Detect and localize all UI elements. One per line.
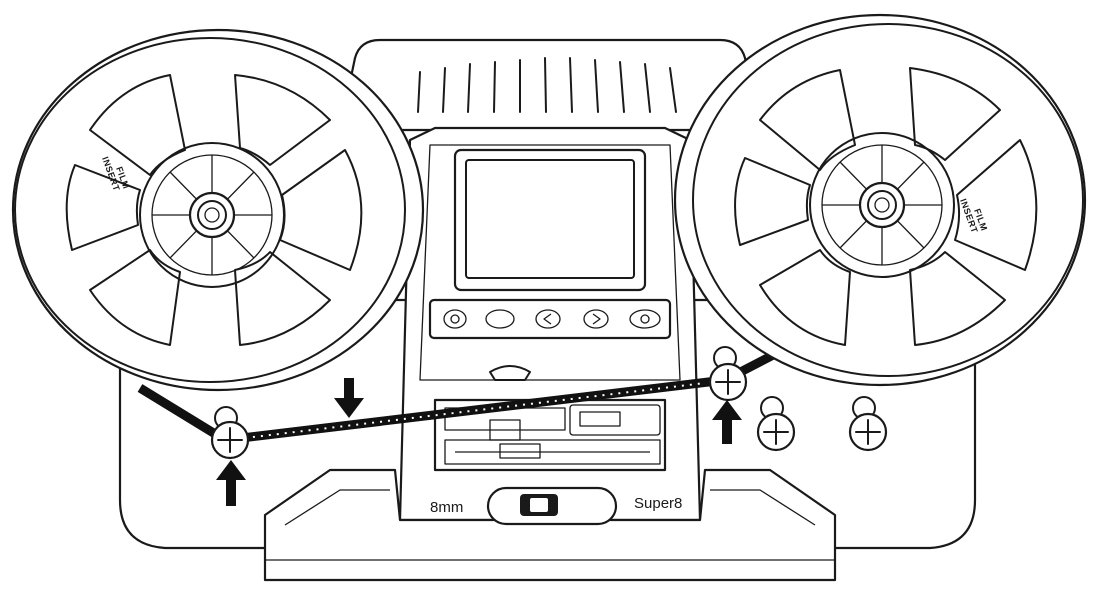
ok-button[interactable] [629,309,661,329]
arrow-up-icon [712,400,742,444]
vent-slots [417,57,677,113]
arrow-up-icon [216,460,246,506]
lcd-screen [453,148,647,292]
film-gate-latch[interactable] [489,365,531,381]
film-mode-switch[interactable] [486,486,618,526]
take-up-reel[interactable]: INSERT FILM [673,13,1087,387]
supply-reel[interactable]: INSERT FILM [11,28,425,392]
screw-icon [708,346,748,402]
mode-label-super8: Super8 [634,495,682,512]
screw-icon [756,396,796,452]
mode-button[interactable] [485,309,515,329]
button-panel [428,298,672,340]
right-button[interactable] [583,309,609,329]
mode-label-8mm: 8mm [430,499,463,516]
screw-icon [848,396,888,452]
power-button[interactable] [443,309,467,329]
screw-icon [210,406,250,460]
arrow-down-icon [334,378,364,418]
film-gate [433,398,667,472]
left-button[interactable] [535,309,561,329]
